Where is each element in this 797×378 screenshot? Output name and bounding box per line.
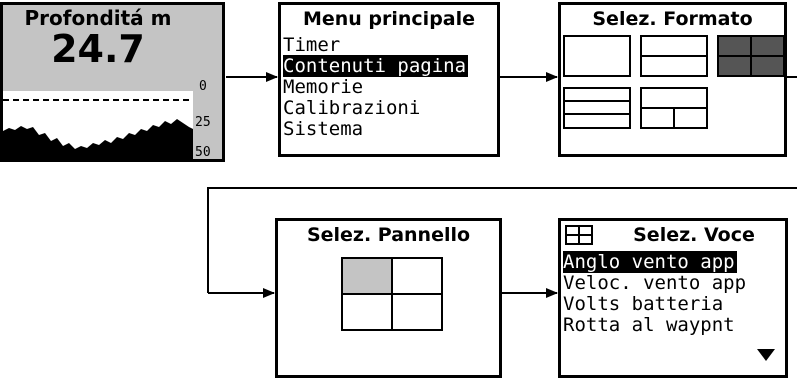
format-option-quad-selected[interactable] xyxy=(717,35,785,77)
scale-label-50: 50 xyxy=(195,145,211,160)
main-menu-screen: Menu principale Timer Contenuti pagina M… xyxy=(278,2,500,157)
menu-item-memorie[interactable]: Memorie xyxy=(283,76,364,98)
format-option-single[interactable] xyxy=(563,35,631,77)
main-menu-title: Menu principale xyxy=(302,8,476,30)
grid-layout-icon xyxy=(565,225,593,245)
format-option-top-and-split[interactable] xyxy=(640,87,708,129)
format-screen: Selez. Formato xyxy=(558,2,787,157)
depth-value: 24.7 xyxy=(51,27,145,71)
item-screen: Selez. Voce Anglo vento app Veloc. vento… xyxy=(558,218,788,378)
depth-title: Profonditá m xyxy=(24,6,172,30)
seabed-profile xyxy=(3,119,193,159)
item-title: Selez. Voce xyxy=(633,224,755,246)
panel-grid xyxy=(341,257,443,331)
connector-return-line xyxy=(207,187,797,293)
menu-item-contenuti-pagina[interactable]: Contenuti pagina xyxy=(283,55,469,77)
voce-item-volts-batteria[interactable]: Volts batteria xyxy=(563,293,724,315)
format-title: Selez. Formato xyxy=(592,8,753,30)
voce-item-anglo-vento[interactable]: Anglo vento app xyxy=(563,251,737,273)
panel-screen: Selez. Pannello xyxy=(275,218,502,378)
format-option-two-rows[interactable] xyxy=(640,35,708,77)
down-triangle-icon[interactable] xyxy=(757,349,777,363)
depth-graph xyxy=(3,91,193,159)
panel-cell-bottom-right[interactable] xyxy=(393,295,441,329)
menu-item-calibrazioni[interactable]: Calibrazioni xyxy=(283,97,421,119)
panel-title: Selez. Pannello xyxy=(306,224,471,246)
menu-item-timer[interactable]: Timer xyxy=(283,34,341,56)
scale-label-25: 25 xyxy=(195,115,211,130)
depth-profile xyxy=(3,99,193,159)
panel-cell-bottom-left[interactable] xyxy=(343,295,391,329)
menu-item-sistema[interactable]: Sistema xyxy=(283,118,364,140)
scale-label-0: 0 xyxy=(199,79,207,94)
panel-cell-top-left-selected[interactable] xyxy=(343,259,391,293)
voce-item-veloc-vento[interactable]: Veloc. vento app xyxy=(563,272,747,294)
flow-connectors xyxy=(207,72,797,298)
format-option-three-rows[interactable] xyxy=(563,87,631,129)
panel-cell-top-right[interactable] xyxy=(393,259,441,293)
depth-screen: Profonditá m 24.7 0 25 50 xyxy=(0,2,225,162)
voce-item-rotta-waypnt[interactable]: Rotta al waypnt xyxy=(563,314,735,336)
